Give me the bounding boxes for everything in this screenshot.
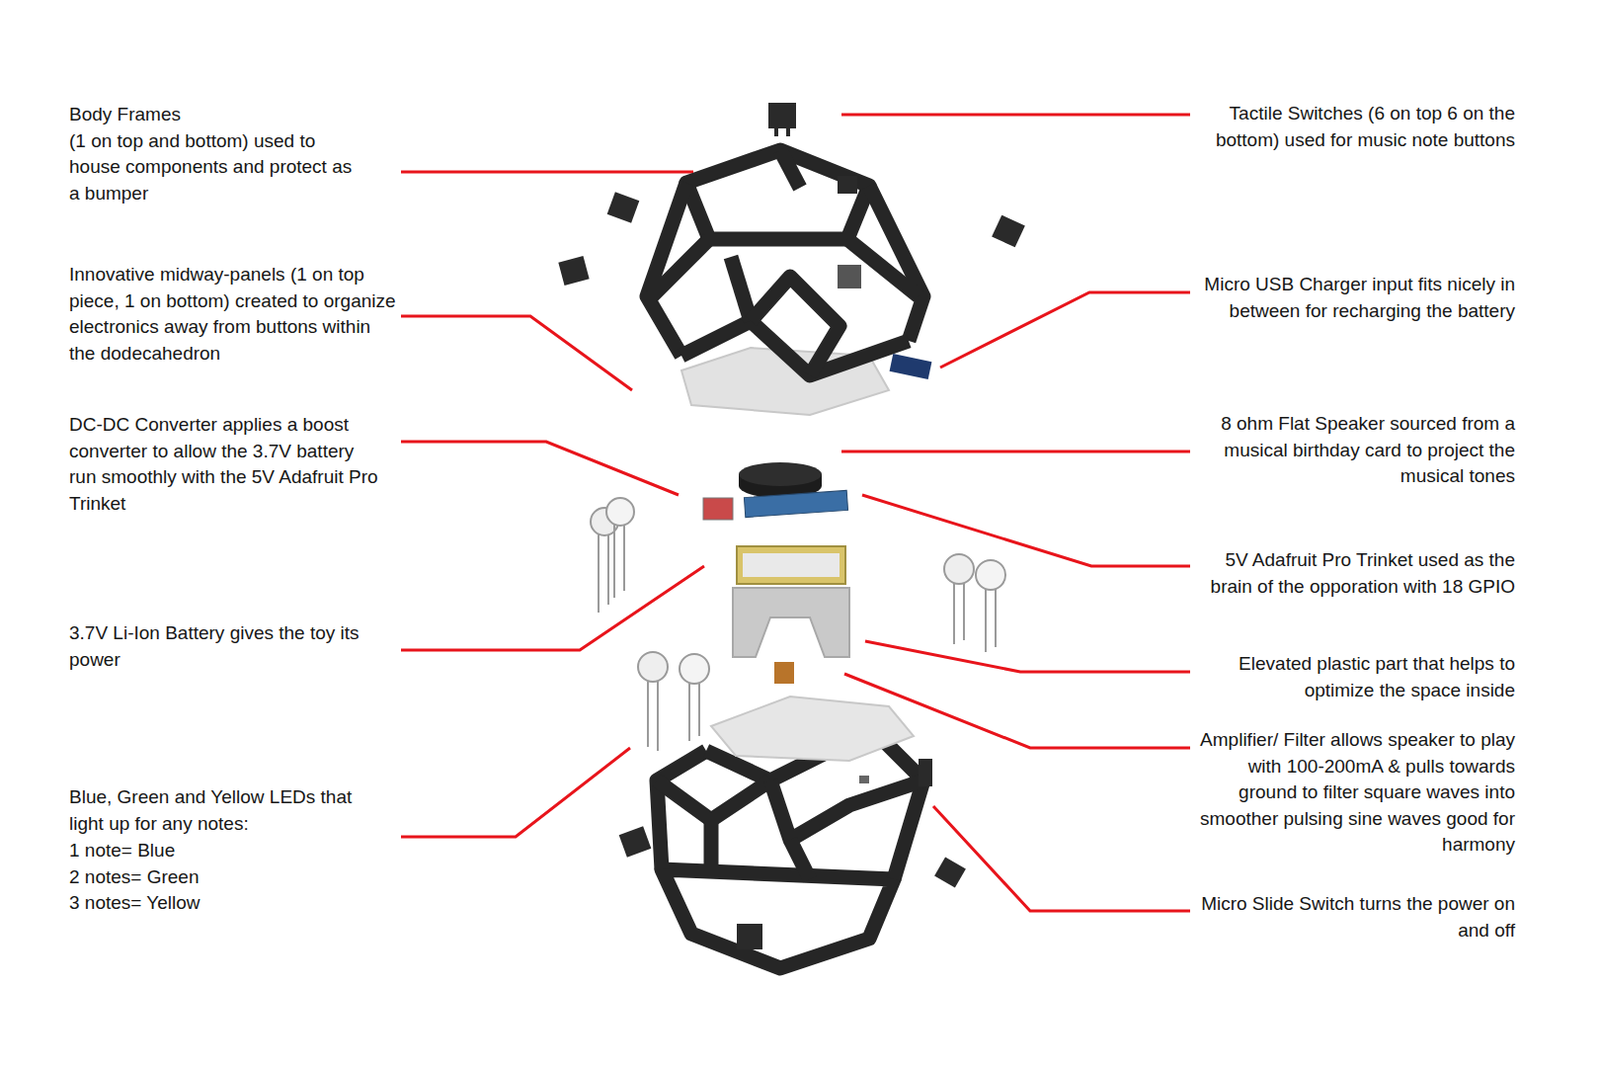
top-body-frame (646, 150, 924, 376)
legend-line: 3 notes= Yellow (69, 889, 366, 917)
leader-lines (400, 114, 1191, 911)
part-label: Tactile Switches (6 on top 6 on the bott… (1199, 100, 1516, 154)
part-label: Amplifier/ Filter allows speaker to play… (1199, 726, 1516, 859)
part-label: Micro USB Charger input fits nicely in b… (1199, 271, 1516, 324)
part-heading: Body Frames (69, 101, 386, 129)
bottom-body-frame (656, 735, 924, 968)
part-label: (1 on top and bottom) used to house comp… (69, 128, 366, 208)
part-label: Blue, Green and Yellow LEDs that light u… (69, 784, 356, 837)
legend-line: 1 note= Blue (69, 837, 366, 865)
part-label: Elevated plastic part that helps to opti… (1199, 650, 1516, 704)
part-label: Innovative midway-panels (1 on top piece… (69, 261, 400, 367)
part-label: Micro Slide Switch turns the power on an… (1199, 890, 1516, 944)
legend-line: 2 notes= Green (69, 864, 366, 891)
part-label: DC-DC Converter applies a boost converte… (69, 411, 386, 517)
part-label: 5V Adafruit Pro Trinket used as the brai… (1199, 547, 1516, 600)
part-label: 3.7V Li-Ion Battery gives the toy its po… (69, 620, 386, 673)
leds (590, 497, 1006, 751)
tactile-switches (558, 102, 1026, 950)
part-label: 8 ohm Flat Speaker sourced from a musica… (1199, 410, 1516, 490)
